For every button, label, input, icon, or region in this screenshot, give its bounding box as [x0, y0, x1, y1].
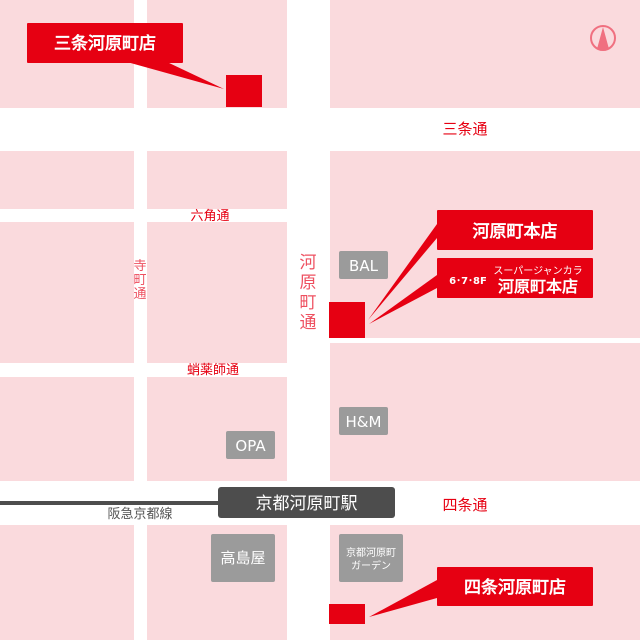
store-marker[interactable]: [329, 604, 365, 624]
road-label-takoyakushi: 蛸薬師通: [187, 363, 239, 378]
landmark-hm: H&M: [339, 407, 388, 435]
svg-text:スーパージャンカラ: スーパージャンカラ: [493, 265, 582, 277]
svg-text:通: 通: [133, 287, 146, 302]
store-marker[interactable]: [226, 75, 262, 107]
store-superjankara-honten[interactable]: 6･7･8F スーパージャンカラ 河原町本店: [437, 258, 593, 298]
hankyu-railway-line: [0, 501, 220, 505]
svg-text:寺: 寺: [133, 259, 146, 274]
svg-text:町: 町: [300, 293, 317, 313]
landmark-bal: BAL: [339, 251, 388, 279]
svg-text:京都河原町駅: 京都河原町駅: [256, 494, 358, 514]
store-marker[interactable]: [329, 302, 365, 338]
svg-text:高島屋: 高島屋: [220, 549, 265, 567]
landmark-kawaramachi-garden: 京都河原町 ガーデン: [339, 534, 403, 582]
store-shijo-kawaramachi[interactable]: 四条河原町店: [329, 567, 593, 624]
svg-text:H&M: H&M: [346, 413, 382, 431]
svg-text:四条河原町店: 四条河原町店: [464, 577, 566, 598]
road-label-rokkaku: 六角通: [190, 209, 229, 224]
svg-text:三条河原町店: 三条河原町店: [54, 33, 156, 54]
store-kawaramachi-honten[interactable]: 河原町本店: [329, 210, 593, 338]
svg-text:河原町本店: 河原町本店: [498, 277, 578, 296]
svg-text:河原町本店: 河原町本店: [473, 221, 558, 242]
svg-text:6･7･8F: 6･7･8F: [449, 276, 487, 287]
road-label-shijo: 四条通: [442, 496, 487, 514]
svg-text:河: 河: [300, 253, 317, 273]
svg-text:BAL: BAL: [349, 257, 379, 275]
store-sanjo-kawaramachi[interactable]: 三条河原町店: [27, 23, 262, 107]
railway-line-label: 阪急京都線: [107, 506, 172, 522]
svg-text:OPA: OPA: [235, 437, 266, 455]
svg-text:原: 原: [300, 273, 317, 293]
landmark-opa: OPA: [226, 431, 275, 459]
svg-text:町: 町: [133, 273, 146, 288]
road-label-teramachi: 寺 町 通: [133, 259, 146, 302]
station-kyoto-kawaramachi[interactable]: 京都河原町駅: [218, 487, 395, 518]
svg-text:京都河原町: 京都河原町: [346, 546, 396, 559]
svg-text:通: 通: [300, 313, 317, 333]
landmark-takashimaya: 高島屋: [211, 534, 275, 582]
svg-text:ガーデン: ガーデン: [351, 559, 391, 572]
road-label-sanjo: 三条通: [442, 120, 487, 138]
north-arrow-icon: [590, 25, 616, 51]
road-label-kawaramachi: 河 原 町 通: [300, 253, 317, 333]
